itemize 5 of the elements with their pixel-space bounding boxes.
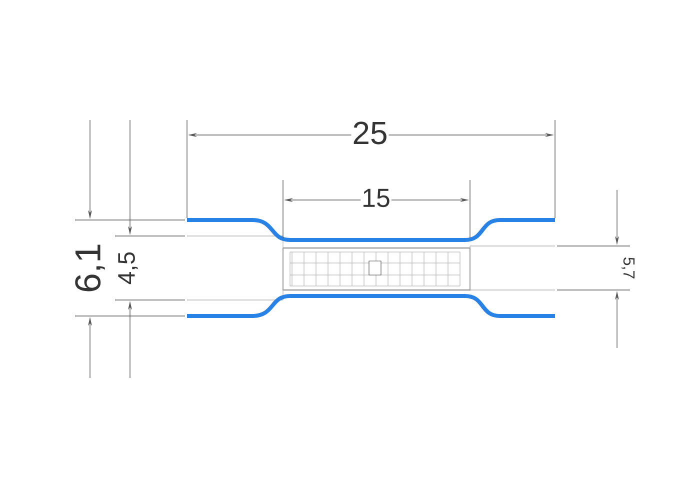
dimension-label: 6,1 xyxy=(74,242,106,294)
dimension-label: 15 xyxy=(360,188,392,208)
dimension-label: 4,5 xyxy=(117,250,139,286)
dimension-label: 5,7 xyxy=(620,256,636,280)
dimension-label: 25 xyxy=(351,120,389,146)
